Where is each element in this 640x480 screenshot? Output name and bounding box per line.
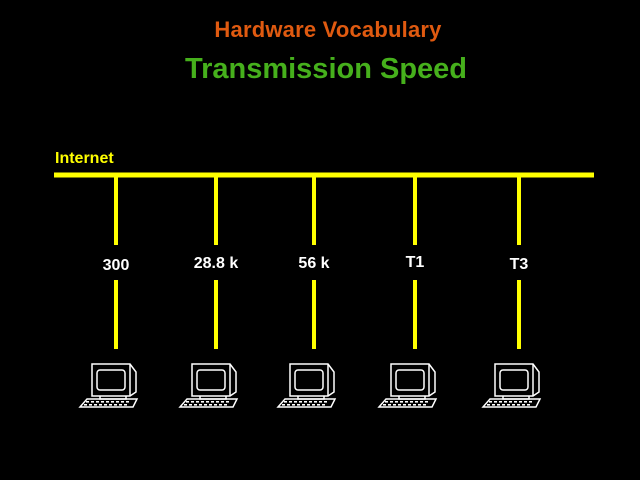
computer-icon: [481, 363, 542, 408]
speed-label: 28.8 k: [194, 255, 239, 272]
slide-header: Hardware Vocabulary: [214, 17, 442, 42]
speed-label: T3: [510, 256, 529, 273]
connection-drops: 300 28.8 k 56 k T1 T3: [78, 175, 542, 408]
slide-title: Transmission Speed: [184, 53, 468, 85]
computer-icon: [377, 363, 438, 408]
computer-icon: [178, 363, 239, 408]
internet-bus-label: Internet: [55, 150, 114, 167]
speed-label: 56 k: [298, 255, 329, 272]
computer-icon: [276, 363, 337, 408]
speed-label: T1: [406, 254, 425, 271]
computer-icon: [78, 363, 139, 408]
speed-label: 300: [103, 257, 130, 274]
